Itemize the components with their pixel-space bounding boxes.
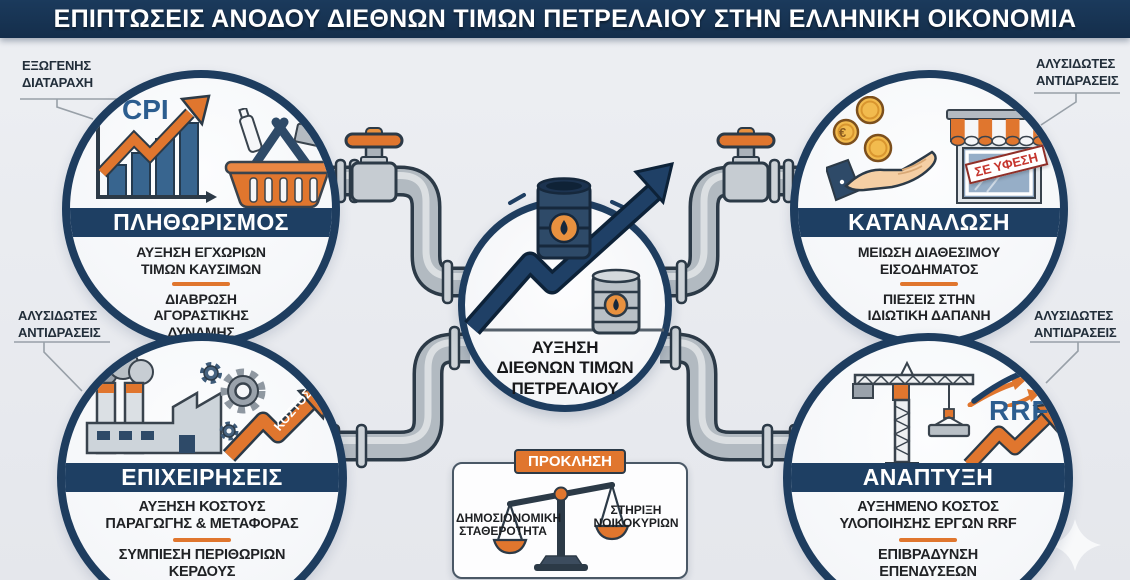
businesses-circle: ΚΟΣΤΟΣ ΕΠΙΧΕΙΡΗΣΕΙΣ ΑΥΞΗΣΗ ΚΟΣΤΟΥΣ ΠΑΡΑΓ… [57,333,347,580]
oil-barrels-arrow-icon [464,162,675,335]
inflation-circle: CPI [62,70,340,348]
gray-barrel [591,268,641,335]
growth-circle: RRF ΑΝΑΠΤΥΞΗ ΑΥΞΗΜΕΝΟ ΚΟΣΤΟΣ ΥΛΟΠΟΙΗΣΗΣ … [783,333,1073,580]
balance-scale-icon [492,482,630,571]
note-chain-top-right: ΑΛΥΣΙΔΩΤΕΣ ΑΝΤΙΔΡΑΣΕΙΣ [1036,56,1119,88]
gear-large [220,368,266,414]
growth-point-2: ΕΠΙΒΡΑΔΥΝΣΗ ΕΠΕΝΔΥΣΕΩΝ [878,546,978,580]
oil-price-label: ΑΥΞΗΣΗ ΔΙΕΘΝΩΝ ΤΙΜΩΝ ΠΕΤΡΕΛΑΙΟΥ [496,338,634,398]
pipe-top-left [332,165,468,298]
challenge-badge: ΠΡΟΚΛΗΣΗ [513,449,627,474]
valve-left-icon [344,127,404,203]
growth-band: ΑΝΑΠΤΥΞΗ [791,463,1065,492]
businesses-point-2: ΣΥΜΠΙΕΣΗ ΠΕΡΙΘΩΡΙΩΝ ΚΕΡΔΟΥΣ [118,546,286,580]
rrf-swoosh-arrows-icon [967,361,1045,407]
inflation-title: ΠΛΗΘΩΡΙΣΜΟΣ [113,209,289,235]
gear-tiny [219,421,239,441]
hand-coins-icon [826,96,937,202]
note-chain-mid-right: ΑΛΥΣΙΔΩΤΕΣ ΑΝΤΙΔΡΑΣΕΙΣ [1034,308,1117,340]
cpi-chart-icon [93,93,217,203]
note-chain-mid-left: ΑΛΥΣΙΔΩΤΕΣ ΑΝΤΙΔΡΑΣΕΙΣ [18,308,101,340]
consumption-point-2: ΠΙΕΣΕΙΣ ΣΤΗΝ ΙΔΙΩΤΙΚΗ ΔΑΠΑΝΗ [867,290,991,324]
divider [900,282,958,286]
divider [173,538,231,542]
cpi-label: CPI [122,94,169,125]
businesses-point-1: ΑΥΞΗΣΗ ΚΟΣΤΟΥΣ ΠΑΡΑΓΩΓΗΣ & ΜΕΤΑΦΟΡΑΣ [105,499,299,533]
gear-small [200,362,222,384]
chain-tr-connector [1034,92,1120,126]
consumption-node: € ΣΕ ΥΦΕΣΗ Κ [790,70,1068,348]
cost-arrow-icon [223,386,332,462]
growth-title: ΑΝΑΠΤΥΞΗ [862,464,994,490]
divider [899,538,957,542]
valve-right-icon [716,127,776,203]
pipe-bottom-right [660,332,800,462]
chain-mr-connector [1030,341,1120,384]
shopping-basket-icon [224,108,332,208]
pipe-top-right [662,165,798,298]
businesses-band: ΕΠΙΧΕΙΡΗΣΕΙΣ [65,463,339,492]
household-support-label: ΣΤΗΡΙΞΗ ΝΟΙΚΟΚΥΡΙΩΝ [593,503,679,531]
note-exogenous-shock: ΕΞΩΓΕΝΗΣ ΔΙΑΤΑΡΑΧΗ [22,58,93,90]
inflation-point-1: ΑΥΞΗΣΗ ΕΓΧΩΡΙΩΝ ΤΙΜΩΝ ΚΑΥΣΙΜΩΝ [136,244,266,277]
sparkle-icon [1049,519,1101,571]
pipe-bottom-left [330,332,470,462]
consumption-title: ΚΑΤΑΝΑΛΩΣΗ [848,209,1010,235]
growth-node: RRF ΑΝΑΠΤΥΞΗ ΑΥΞΗΜΕΝΟ ΚΟΣΤΟΣ ΥΛΟΠΟΙΗΣΗΣ … [783,333,1073,580]
businesses-node: ΚΟΣΤΟΣ ΕΠΙΧΕΙΡΗΣΕΙΣ ΑΥΞΗΣΗ ΚΟΣΤΟΥΣ ΠΑΡΑΓ… [57,333,347,580]
factory-gears-icon [85,351,266,455]
growth-arrow-icon [963,401,1065,471]
inflation-node: CPI [62,70,340,348]
businesses-title: ΕΠΙΧΕΙΡΗΣΕΙΣ [121,464,283,490]
rrf-label: RRF [989,395,1050,426]
euro-symbol: € [839,125,847,140]
inflation-band: ΠΛΗΘΩΡΙΣΜΟΣ [70,208,332,237]
divider [172,282,230,286]
challenge-box: ΠΡΟΚΛΗΣΗ ΔΗΜΟΣΙΟΝΟΜΙΚΗ ΣΤΑΘΕΡΟΤΗΤΑ ΣΤΗΡΙ… [452,449,688,579]
growth-point-1: ΑΥΞΗΜΕΝΟ ΚΟΣΤΟΣ ΥΛΟΠΟΙΗΣΗΣ ΕΡΓΩΝ RRF [839,499,1017,533]
consumption-point-1: ΜΕΙΩΣΗ ΔΙΑΘΕΣΙΜΟΥ ΕΙΣΟΔΗΜΑΤΟΣ [857,244,1001,277]
fiscal-stability-label: ΔΗΜΟΣΙΟΝΟΜΙΚΗ ΣΤΑΘΕΡΟΤΗΤΑ [456,511,562,539]
consumption-circle: € ΣΕ ΥΦΕΣΗ Κ [790,70,1068,348]
consumption-band: ΚΑΤΑΝΑΛΩΣΗ [798,208,1060,237]
crane-icon [852,360,975,470]
navy-barrel [536,177,592,260]
title-bar: ΕΠΙΠΤΩΣΕΙΣ ΑΝΟΔΟΥ ΔΙΕΘΝΩΝ ΤΙΜΩΝ ΠΕΤΡΕΛΑΙ… [0,0,1130,38]
page-title: ΕΠΙΠΤΩΣΕΙΣ ΑΝΟΔΟΥ ΔΙΕΘΝΩΝ ΤΙΜΩΝ ΠΕΤΡΕΛΑΙ… [53,4,1077,33]
chain-ml-connector [14,341,110,392]
